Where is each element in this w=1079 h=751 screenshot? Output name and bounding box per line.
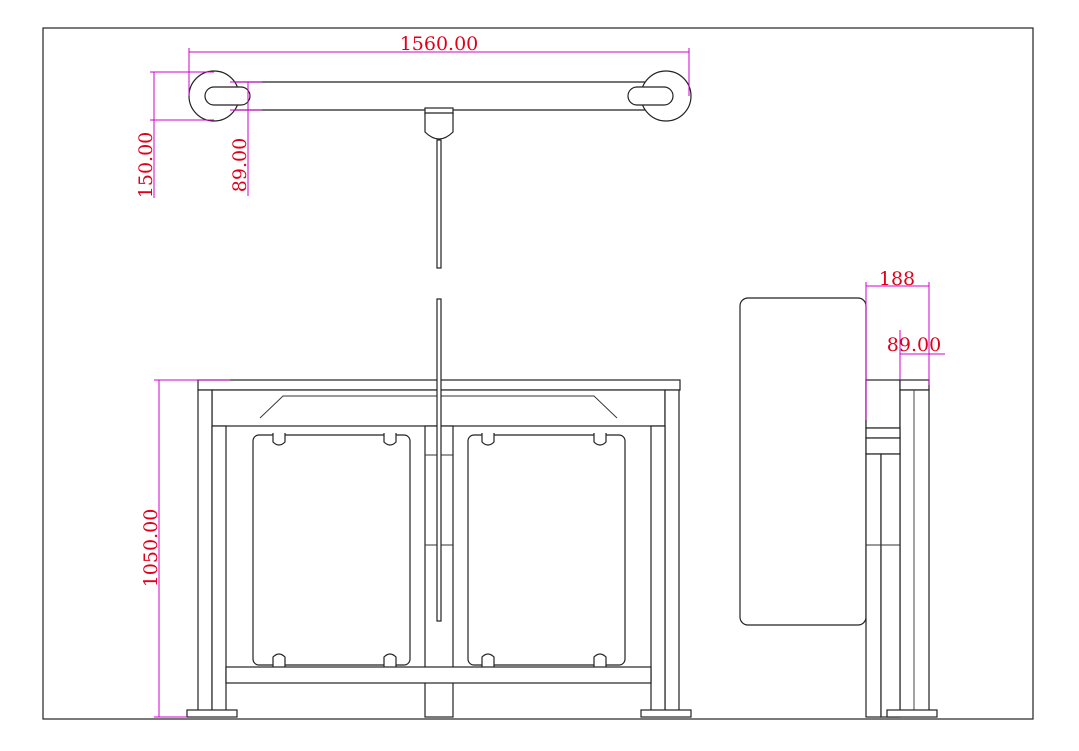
side-housing xyxy=(865,379,901,429)
panel-clips xyxy=(272,433,607,667)
left-panel xyxy=(252,434,411,666)
top-flap-blade xyxy=(436,139,442,269)
side-bracket xyxy=(865,427,901,439)
dim-top-arm: 89.00 xyxy=(229,138,251,192)
left-slot xyxy=(204,86,251,106)
right-foot xyxy=(640,709,692,718)
side-foot xyxy=(886,709,938,718)
side-post-left xyxy=(865,453,882,718)
dim-front-height: 1050.00 xyxy=(140,509,162,588)
right-panel xyxy=(467,434,626,666)
side-flap-panel xyxy=(739,297,867,626)
right-leg-outer xyxy=(664,389,680,713)
side-post-right xyxy=(880,453,901,718)
dim-side-arm: 89.00 xyxy=(887,334,941,356)
side-view xyxy=(739,297,938,718)
top-bar xyxy=(214,81,666,111)
hub xyxy=(424,112,454,140)
top-dimensions: 1560.00 150.00 89.00 xyxy=(135,33,690,198)
top-view xyxy=(188,70,692,269)
side-hub xyxy=(865,437,901,455)
left-leg-inner xyxy=(211,425,227,713)
right-leg-inner xyxy=(650,425,666,713)
dim-side-width: 188 xyxy=(879,268,915,290)
front-flap-blade xyxy=(436,298,442,622)
dim-top-depth: 150.00 xyxy=(135,132,157,198)
side-dimensions: 188 89.00 xyxy=(865,268,945,420)
side-rear-leg xyxy=(899,389,930,713)
dim-top-width: 1560.00 xyxy=(400,33,479,55)
front-dimensions: 1050.00 xyxy=(140,379,230,718)
left-leg-outer xyxy=(197,389,213,713)
front-view xyxy=(186,298,692,718)
right-slot xyxy=(627,86,674,106)
drawing-frame xyxy=(42,27,1034,720)
left-foot xyxy=(186,709,238,718)
side-cap xyxy=(899,379,930,391)
bottom-rail xyxy=(225,666,652,684)
